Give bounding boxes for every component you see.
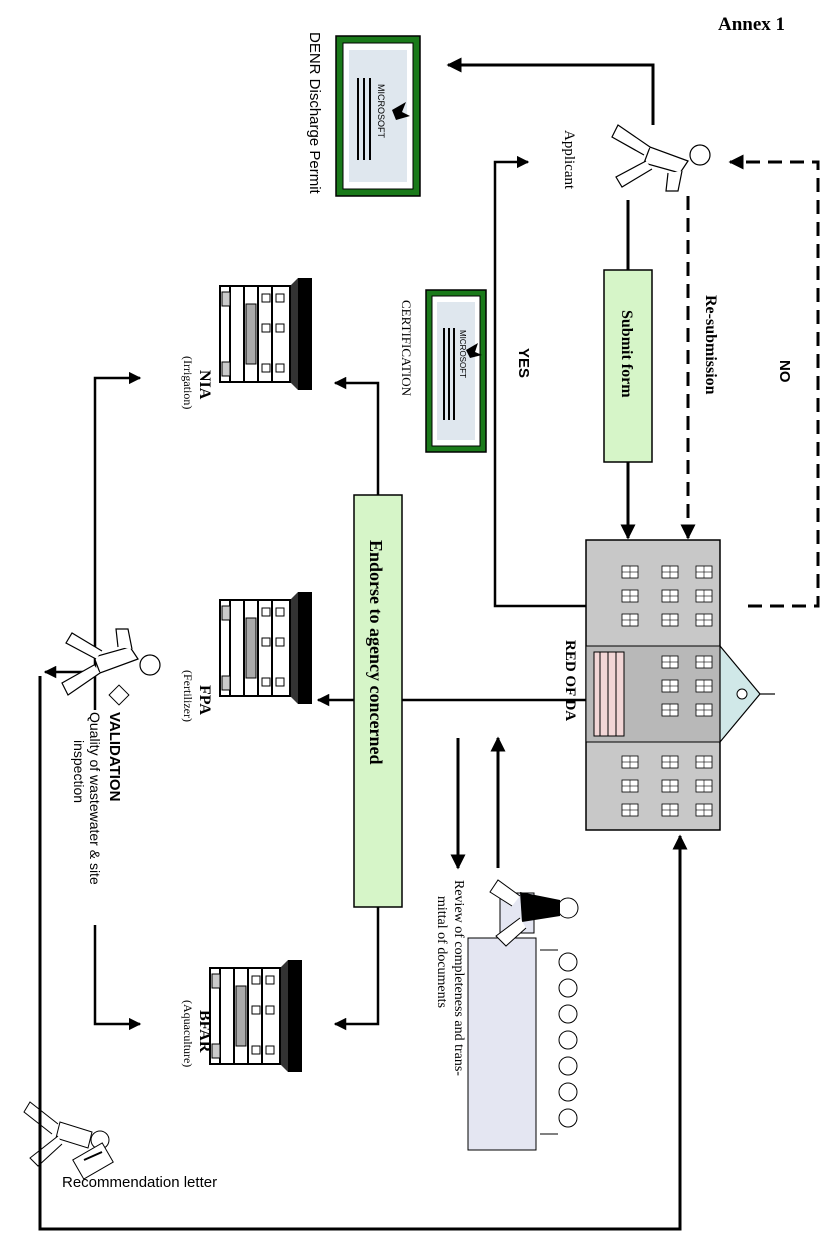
- bfar-sub: (Aquaculture): [181, 1000, 195, 1067]
- edge-endorse-to-bfar: [335, 907, 378, 1024]
- clipboard-icon: [109, 685, 129, 705]
- denr-permit-label: DENR Discharge Permit: [306, 32, 323, 195]
- cert-mark: MICROSOFT: [458, 330, 467, 378]
- nia-name: NIA: [196, 370, 213, 400]
- review-label-2: mittal of documents: [434, 896, 449, 1008]
- endorse-label: Endorse to agency concerned: [366, 540, 386, 764]
- validation-line-2: inspection: [71, 740, 87, 803]
- recommendation-figure: [24, 1102, 113, 1179]
- edge-endorse-to-nia: [335, 383, 378, 495]
- validation-title: VALIDATION: [106, 712, 123, 801]
- recommendation-label: Recommendation letter: [62, 1174, 217, 1191]
- certification-certificate: MICROSOFT: [426, 290, 486, 452]
- certification-label: CERTIFICATION: [399, 300, 414, 397]
- applicant-label: Applicant: [561, 130, 577, 190]
- fpa-sub: (Fertilizer): [181, 670, 195, 722]
- denr-permit-certificate: MICROSOFT: [336, 36, 420, 196]
- validation-line-1: Quality of wastewater & site: [87, 712, 103, 885]
- review-staff-group: [468, 880, 578, 1150]
- applicant-figure: [612, 125, 710, 191]
- denr-cert-mark: MICROSOFT: [376, 84, 386, 138]
- yes-label: YES: [515, 348, 532, 378]
- red-of-da-label: RED OF DA: [562, 640, 578, 721]
- fpa-building: [220, 592, 312, 704]
- resubmission-label: Re-submission: [702, 295, 719, 395]
- red-of-da-building: [586, 540, 775, 830]
- edge-yes: [495, 162, 586, 606]
- submit-form-label: Submit form: [618, 310, 635, 398]
- edge-no: [730, 162, 818, 606]
- inspector-figure: [62, 629, 160, 695]
- edge-validation-bfar: [95, 925, 140, 1024]
- review-label-1: Review of completeness and trans-: [451, 880, 466, 1076]
- annex-title: Annex 1: [718, 14, 785, 35]
- edge-applicant-to-permit: [448, 65, 653, 125]
- nia-sub: (Irrigation): [181, 356, 195, 409]
- nia-building: [220, 278, 312, 390]
- bfar-building: [210, 960, 302, 1072]
- bfar-name: BFAR: [196, 1010, 213, 1053]
- no-label: NO: [776, 360, 793, 383]
- fpa-name: FPA: [196, 685, 213, 715]
